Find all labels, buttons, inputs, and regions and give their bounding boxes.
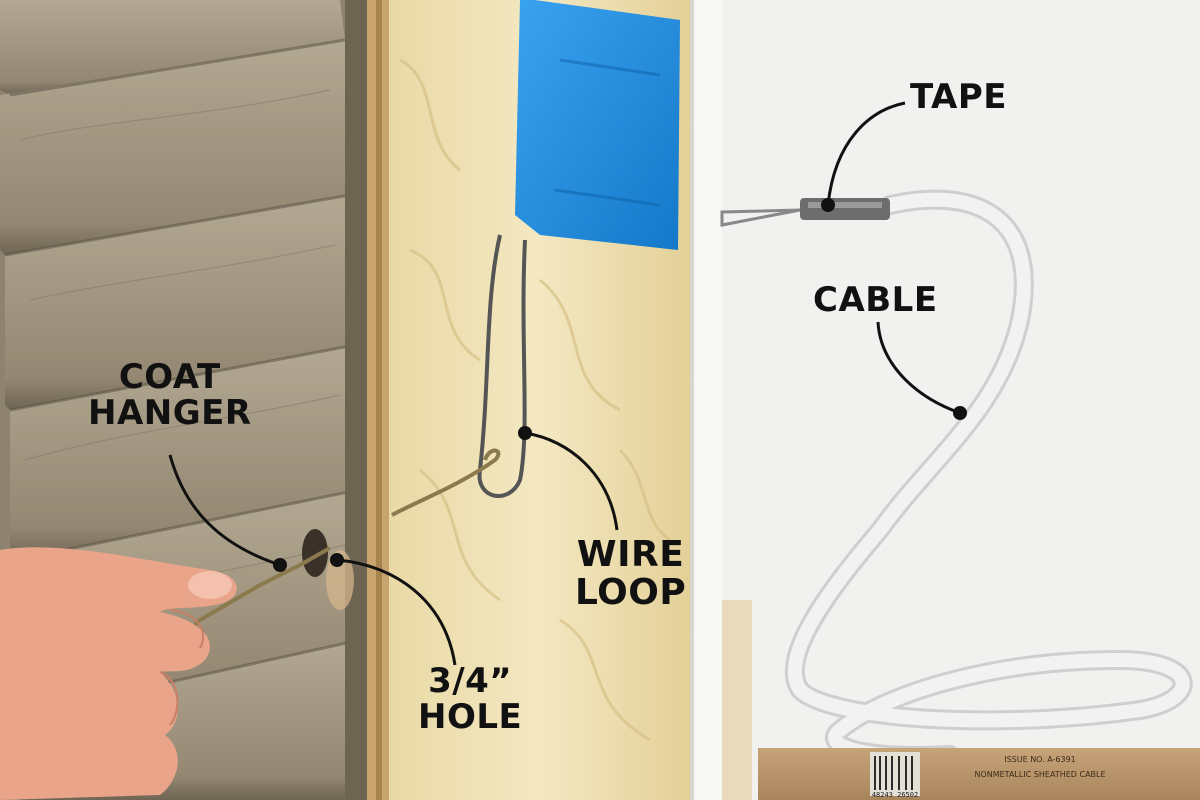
electrical-box bbox=[515, 0, 680, 250]
label-wire-loop-line1: WIRE bbox=[576, 534, 685, 575]
label-coat-hanger-line1: COAT bbox=[118, 357, 221, 397]
callout-dot-wire-loop bbox=[518, 426, 532, 440]
cable bbox=[784, 189, 1193, 766]
hole bbox=[302, 529, 328, 577]
callout-lines bbox=[168, 101, 961, 666]
label-tape: TAPE bbox=[910, 77, 1008, 117]
drywall bbox=[690, 0, 752, 800]
label-coat-hanger-line2: HANGER bbox=[88, 392, 252, 433]
label-hole-line1: 3/4” bbox=[428, 661, 513, 701]
label-hole-line2: HOLE bbox=[418, 696, 523, 737]
cable-box-text: NONMETALLIC SHEATHED CABLE bbox=[974, 770, 1105, 779]
callout-line-tape bbox=[826, 101, 906, 206]
hand bbox=[0, 547, 237, 800]
label-hole: 3/4” HOLE bbox=[418, 661, 523, 737]
callout-line-hole bbox=[336, 558, 457, 666]
wire-loop bbox=[477, 234, 527, 498]
callout-line-wire-loop bbox=[524, 431, 619, 531]
callout-dot-cable bbox=[953, 406, 967, 420]
callout-dots bbox=[273, 198, 967, 572]
label-tape-text: TAPE bbox=[910, 77, 1008, 117]
callout-dot-coat-hanger bbox=[273, 558, 287, 572]
issue-text: ISSUE NO. A-6391 bbox=[1004, 755, 1076, 764]
cable-box: 48243 26502 ISSUE NO. A-6391 NONMETALLIC… bbox=[758, 748, 1200, 800]
label-cable: CABLE bbox=[813, 280, 938, 320]
barcode-text: 48243 26502 bbox=[872, 791, 918, 799]
wall-sheathing bbox=[367, 0, 389, 800]
label-coat-hanger: COAT HANGER bbox=[88, 357, 252, 433]
callout-line-coat-hanger bbox=[168, 454, 281, 567]
callout-dot-hole bbox=[330, 553, 344, 567]
label-wire-loop-line2: LOOP bbox=[575, 571, 687, 613]
callout-line-cable bbox=[876, 321, 961, 415]
callout-dot-tape bbox=[821, 198, 835, 212]
label-cable-text: CABLE bbox=[813, 280, 938, 320]
label-wire-loop: WIRE LOOP bbox=[575, 536, 686, 612]
